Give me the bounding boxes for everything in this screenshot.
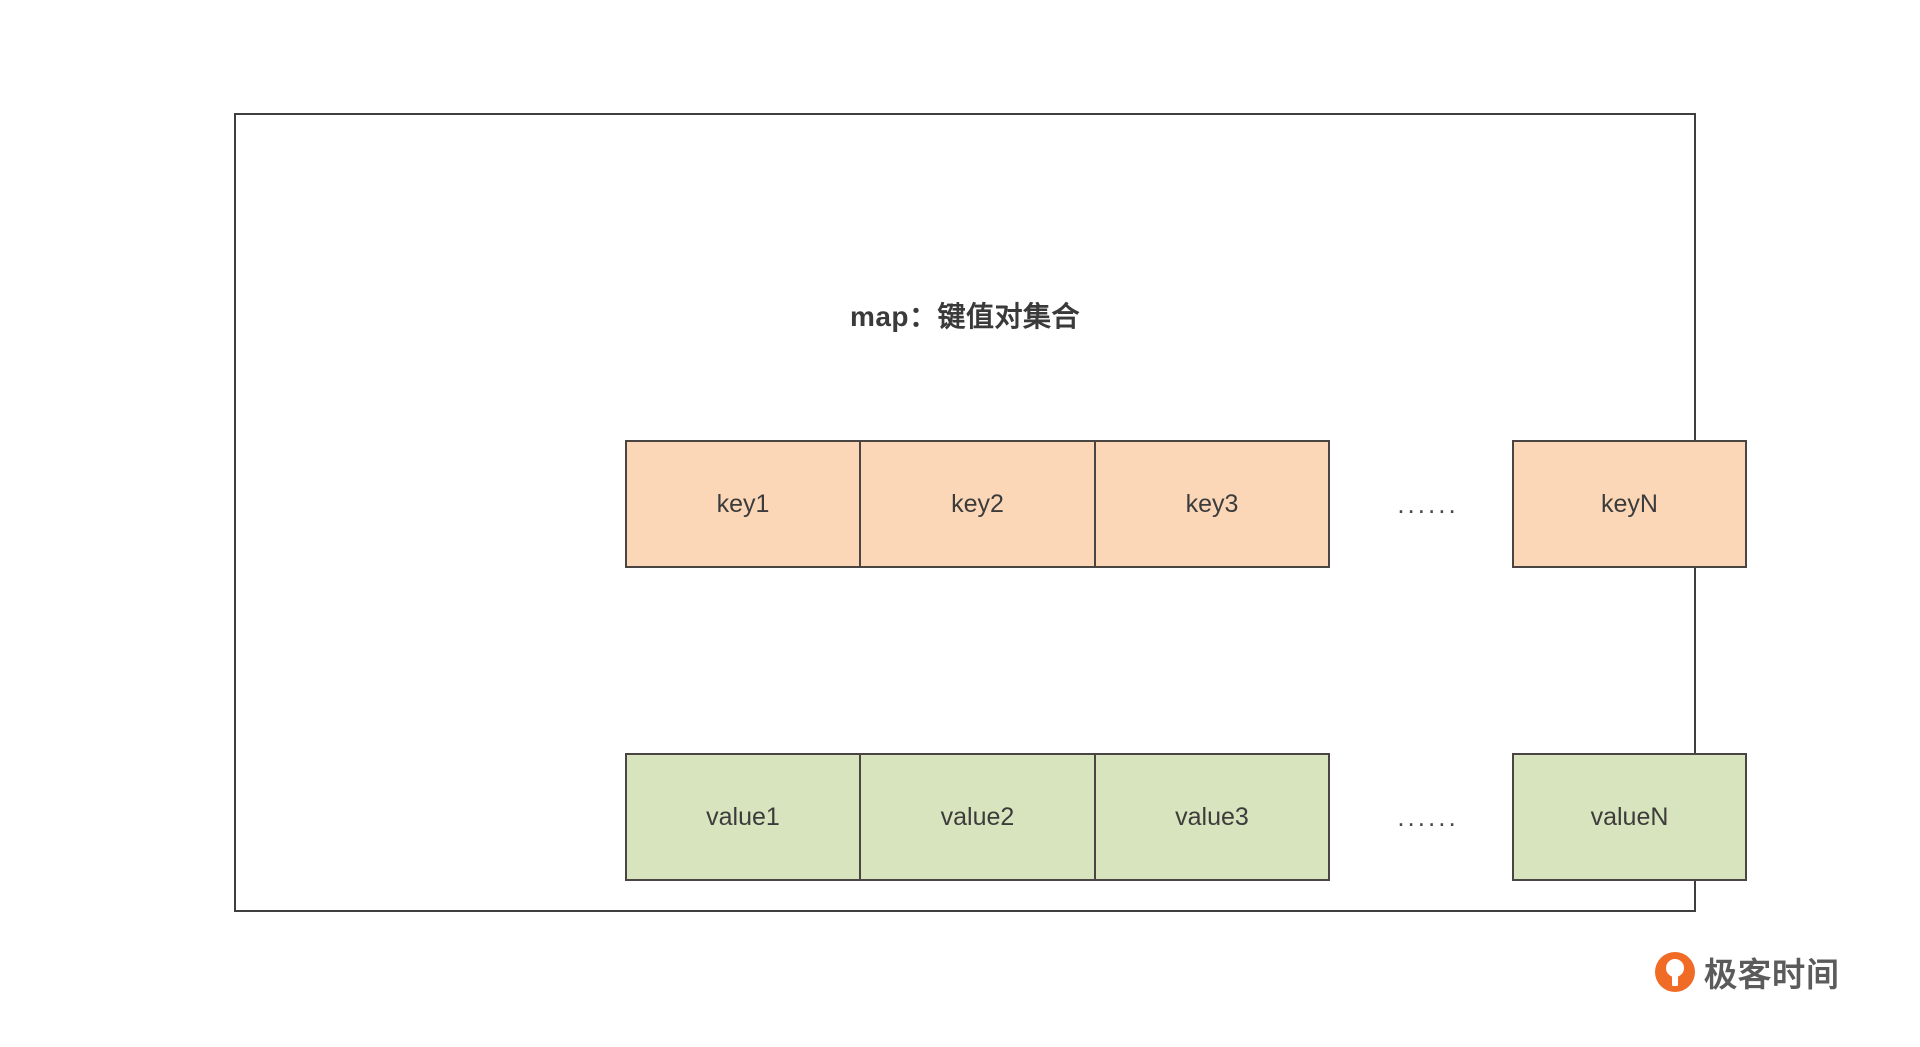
value-cell-n: valueN (1512, 753, 1747, 881)
key-cell-group: key1 key2 key3 (625, 440, 1330, 568)
value-cell-group: value1 value2 value3 (625, 753, 1330, 881)
diagram-frame: map：键值对集合 key1 key2 key3 keyN ...... val… (234, 113, 1747, 912)
key-cell-2: key2 (860, 440, 1095, 568)
watermark-label: 极客时间 (1704, 956, 1840, 993)
geektime-logo-icon (1655, 952, 1695, 992)
key-row: key1 key2 key3 keyN (625, 440, 1747, 568)
key-cell-1: key1 (625, 440, 860, 568)
watermark: 极客时间 (1655, 948, 1840, 996)
key-row-ellipsis: ...... (1397, 488, 1459, 519)
value-row: value1 value2 value3 valueN (625, 753, 1747, 881)
key-cell-3: key3 (1095, 440, 1330, 568)
value-cell-1: value1 (625, 753, 860, 881)
value-row-ellipsis: ...... (1397, 801, 1459, 832)
value-cell-2: value2 (860, 753, 1095, 881)
page-title: map：键值对集合 (849, 301, 1081, 332)
key-cell-n: keyN (1512, 440, 1747, 568)
value-cell-3: value3 (1095, 753, 1330, 881)
